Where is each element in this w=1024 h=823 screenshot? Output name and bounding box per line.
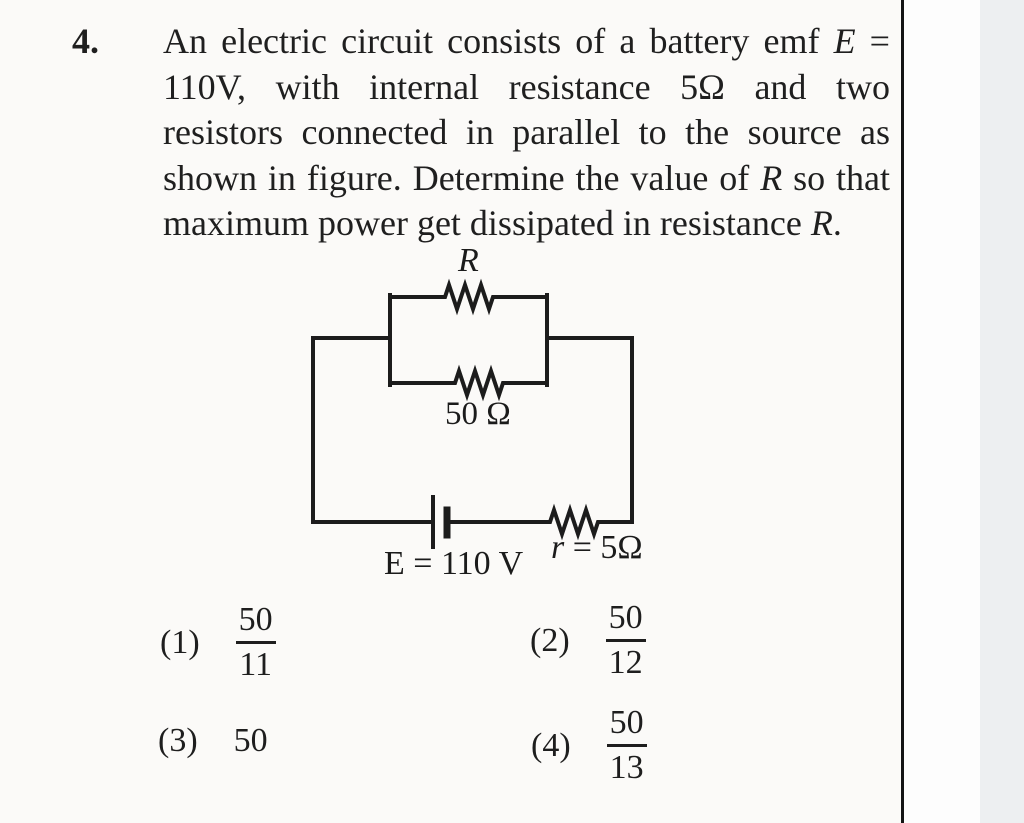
fraction-bar [606, 744, 647, 747]
left-branch-wire [311, 336, 435, 524]
option-4-label: (4) [531, 726, 571, 764]
option-4-fraction: 50 13 [606, 704, 647, 787]
fraction-bar [605, 639, 646, 642]
question-line-4: shown in figure. Determine the value of … [163, 157, 890, 198]
right-branch-wire [545, 336, 634, 524]
resistor-R-label: R [458, 242, 479, 279]
option-2-label: (2) [530, 621, 570, 659]
option-3-value: 50 [233, 722, 268, 759]
option-4-denominator: 13 [609, 749, 644, 786]
parallel-box-bottom-resistor-50-wire [388, 364, 549, 402]
parallel-box-top-resistor-R-wire [388, 278, 549, 316]
resistor-50-label: 50 Ω [445, 396, 511, 432]
question-line-3: resistors connected in parallel to the s… [163, 112, 890, 152]
internal-resistance-label: r = 5Ω [551, 529, 643, 566]
option-1-numerator: 50 [238, 601, 273, 638]
option-1-denominator: 11 [239, 646, 273, 683]
question-line-2: 110V, with internal resistance 5Ω and tw… [163, 66, 890, 107]
question-number: 4. [72, 21, 99, 61]
option-4-numerator: 50 [609, 704, 644, 741]
question-line-1: An electric circuit consists of a batter… [163, 21, 890, 61]
option-2-numerator: 50 [608, 599, 643, 636]
option-3-label: (3) [158, 722, 198, 759]
right-margin-white [904, 0, 980, 823]
question-line-5: maximum power get dissipated in resistan… [163, 203, 842, 243]
option-2-fraction: 50 12 [605, 599, 646, 682]
option-2: (2) 50 12 [530, 599, 646, 682]
fraction-bar [235, 641, 276, 644]
option-1-label: (1) [160, 623, 200, 661]
option-3: (3) 50 [158, 722, 268, 760]
vertical-rule [901, 0, 904, 823]
bottom-wire-internal-resistor [445, 503, 634, 541]
right-margin-gray [980, 0, 1024, 823]
question-text: An electric circuit consists of a batter… [163, 19, 890, 247]
option-1-fraction: 50 11 [235, 601, 276, 684]
option-4: (4) 50 13 [531, 704, 647, 787]
option-2-denominator: 12 [608, 644, 643, 681]
battery-emf-label: E = 110 V [384, 545, 524, 582]
option-1: (1) 50 11 [160, 601, 276, 684]
